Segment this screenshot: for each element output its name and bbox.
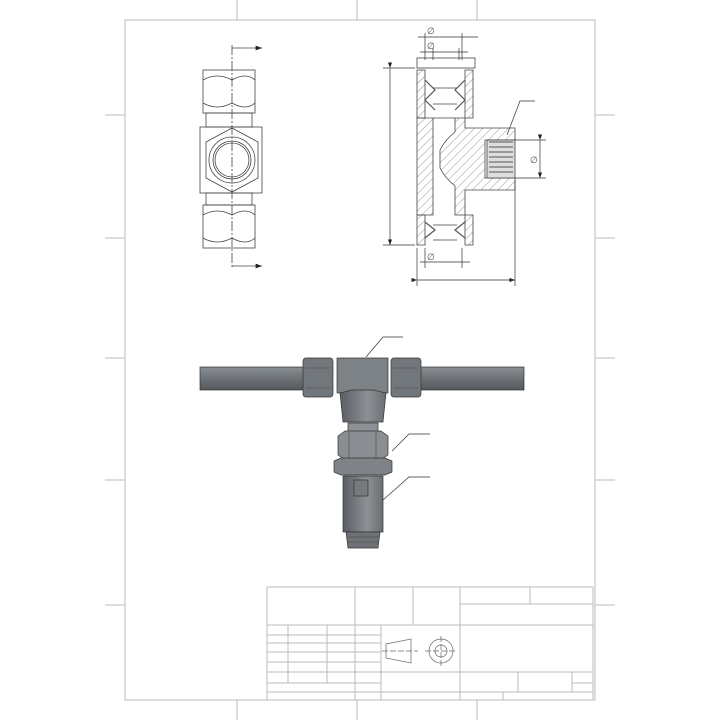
zone-marks: [105, 0, 615, 720]
diameter-label: ∅: [427, 253, 435, 263]
title-block: [266, 586, 594, 701]
nut-right: [390, 357, 422, 398]
projection-symbol: [382, 636, 457, 666]
section-view: ∅ ∅ ∅ ∅: [383, 27, 546, 286]
tee-body-section: [416, 117, 516, 216]
tube-left: [199, 366, 309, 391]
hex-nut-upper: [337, 430, 389, 461]
tee-branch: [339, 389, 387, 423]
tee-body: [336, 357, 389, 394]
leader-lines: [365, 336, 430, 501]
diameter-label: ∅: [427, 27, 435, 37]
diameter-label: ∅: [530, 156, 538, 166]
dimension-lines: [383, 33, 546, 286]
isometric-assembly-view: [199, 336, 525, 549]
nut-left: [302, 357, 334, 398]
tube-right: [419, 366, 525, 391]
side-view: [199, 45, 263, 269]
hex-nut-lower: [333, 457, 393, 476]
diameter-label: ∅: [427, 42, 435, 52]
